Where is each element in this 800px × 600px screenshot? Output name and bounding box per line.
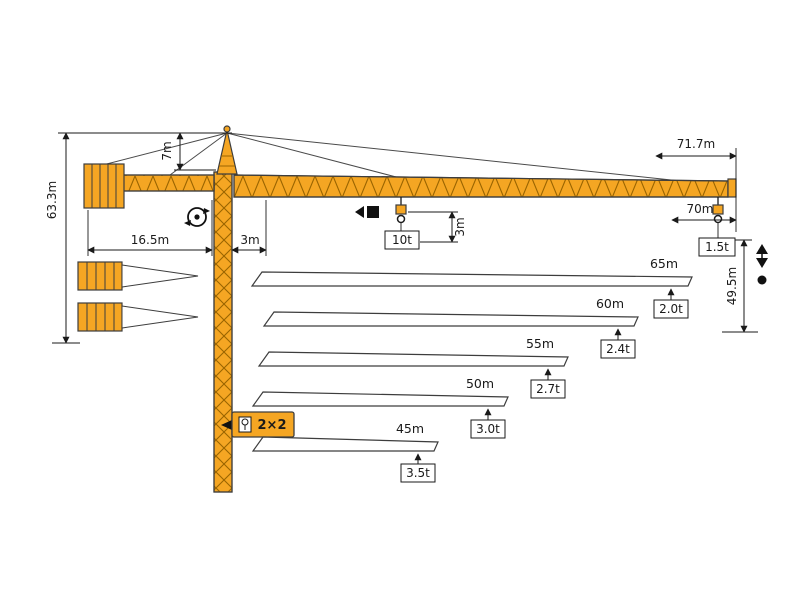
reeving-label: 2×2 [258,418,287,433]
reeving-box: 2×2 [221,411,295,438]
dim-jib-length-label: 71.7m [677,137,715,151]
jib-config-row: 50m 3.0t [251,376,509,439]
ballast-block-2 [77,302,199,332]
dim-jib-length: 71.7m [655,137,737,232]
pendant-cables [94,132,691,183]
jib-config-row: 55m 2.7t [257,336,569,399]
dim-root-offset-label: 3m [240,233,259,247]
jib-length-label: 65m [650,256,678,271]
counterweight-main [83,163,125,209]
jib-capacity-label: 3.5t [406,466,430,480]
jib-length-label: 45m [396,421,424,436]
jib-outline-45m [251,436,439,452]
jib-capacity-label: 2.4t [606,342,630,356]
dim-head-height-label: 7m [160,141,174,160]
dim-counter-jib: 16.5m [87,200,213,256]
dim-root-offset: 3m [231,200,267,256]
jib-outline-55m [257,351,569,367]
ballast-tie-2 [121,305,199,329]
dim-head-height: 7m [160,132,216,171]
jib-tip [727,178,737,198]
jib-capacity-label: 3.0t [476,422,500,436]
dim-hook-drop: 3m [408,211,467,243]
jib-capacity-label: 2.7t [536,382,560,396]
tower-mast [213,171,233,493]
dim-total-height: 63.3m [45,132,232,344]
load-mid-label: 10t [392,233,412,247]
jib [233,174,737,198]
ballast-block-1 [77,261,199,291]
head-pulley [223,125,231,133]
counter-jib [121,174,215,192]
tip-hook [712,197,724,238]
jib-config-row: 45m 3.5t [251,421,439,483]
load-mid: 10t [384,230,420,250]
jib-outline-50m [251,391,509,407]
load-tip: 1.5t [698,237,736,257]
jib-capacity-label: 2.0t [659,302,683,316]
load-tip-label: 1.5t [705,240,729,254]
trolley-travel-icon [355,206,379,218]
jib-length-label: 55m [526,336,554,351]
dim-counter-jib-label: 16.5m [131,233,169,247]
jib-outline-60m [262,311,639,327]
jib-outline-65m [250,271,693,287]
ballast-tie-1 [121,264,199,288]
hoist-icon [756,244,768,285]
jib-config-row: 60m 2.4t [262,296,639,359]
dim-max-radius-label: 70m [687,202,714,216]
jib-length-label: 50m [466,376,494,391]
hook-icon [713,214,723,224]
dim-total-height-label: 63.3m [45,181,59,219]
jib-config-row: 65m 2.0t [250,256,693,319]
hook-icon [396,214,406,224]
jib-length-label: 60m [596,296,624,311]
dim-lift-height-label: 49.5m [725,267,739,305]
dim-hook-drop-label: 3m [453,217,467,236]
hoist-dot [757,275,767,285]
reeving-arrow-icon [221,420,232,430]
trolley-hook-mid [395,197,407,231]
slewing-icon [184,207,210,227]
tower-head [216,125,238,175]
dim-max-radius: 70m [671,202,737,224]
